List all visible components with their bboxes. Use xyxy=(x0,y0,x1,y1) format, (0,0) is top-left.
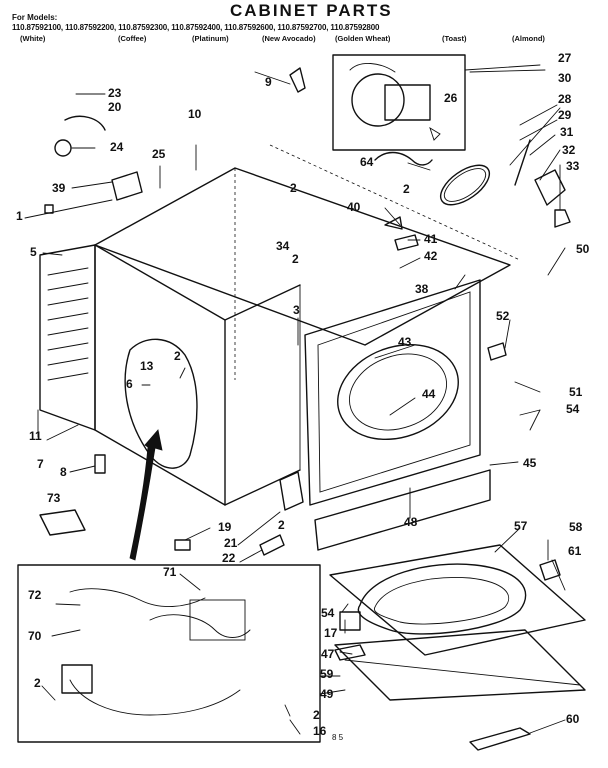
callout-54: 54 xyxy=(566,402,580,416)
callout-13: 13 xyxy=(140,359,154,373)
harness-64 xyxy=(374,151,433,166)
callout-8: 8 xyxy=(60,465,67,479)
callout-41: 41 xyxy=(424,232,438,246)
callout-38: 38 xyxy=(415,282,429,296)
color-label-coffee: (Coffee) xyxy=(118,34,147,43)
callout-31: 31 xyxy=(560,125,574,139)
callout-2: 2 xyxy=(313,708,320,722)
callout-59: 59 xyxy=(320,667,334,681)
small-parts xyxy=(39,67,571,661)
callout-16: 16 xyxy=(313,724,327,738)
callout-54: 54 xyxy=(321,606,335,620)
motor-assembly-box xyxy=(332,54,541,151)
callout-44: 44 xyxy=(422,387,436,401)
callout-9: 9 xyxy=(265,75,272,89)
callout-23: 23 xyxy=(108,86,122,100)
color-label-new-avocado: (New Avocado) xyxy=(262,34,316,43)
callout-10: 10 xyxy=(188,107,202,121)
door-assembly xyxy=(329,544,586,701)
leader-lines xyxy=(24,69,566,735)
cabinet-side-panel xyxy=(94,244,301,506)
color-label-golden-wheat: (Golden Wheat) xyxy=(335,34,391,43)
page-code: 8 5 xyxy=(332,733,344,742)
callout-60: 60 xyxy=(566,712,580,726)
callout-19: 19 xyxy=(218,520,232,534)
callout-6: 6 xyxy=(126,377,133,391)
model-number-list: 110.87592100, 110.87592200, 110.87592300… xyxy=(12,23,380,32)
callout-2: 2 xyxy=(403,182,410,196)
callout-57: 57 xyxy=(514,519,528,533)
rear-panel xyxy=(39,244,96,431)
callout-28: 28 xyxy=(558,92,572,106)
callout-71: 71 xyxy=(163,565,177,579)
callout-20: 20 xyxy=(108,100,122,114)
callout-3: 3 xyxy=(293,303,300,317)
callout-61: 61 xyxy=(568,544,582,558)
callout-27: 27 xyxy=(558,51,572,65)
cabinet-top xyxy=(94,144,521,380)
callout-72: 72 xyxy=(28,588,42,602)
callout-26: 26 xyxy=(444,91,458,105)
electrical-inset-box xyxy=(17,564,321,743)
callout-58: 58 xyxy=(569,520,583,534)
callout-43: 43 xyxy=(398,335,412,349)
callout-2: 2 xyxy=(34,676,41,690)
toe-panel xyxy=(314,469,491,551)
callout-49: 49 xyxy=(320,687,334,701)
color-label-toast: (Toast) xyxy=(442,34,467,43)
callout-30: 30 xyxy=(558,71,572,85)
callout-73: 73 xyxy=(47,491,61,505)
callout-70: 70 xyxy=(28,629,42,643)
callout-24: 24 xyxy=(110,140,124,154)
callout-50: 50 xyxy=(576,242,590,256)
callout-64: 64 xyxy=(360,155,374,169)
page-title: CABINET PARTS xyxy=(230,1,393,20)
callout-40: 40 xyxy=(347,200,361,214)
callout-39: 39 xyxy=(52,181,66,195)
callout-17: 17 xyxy=(324,626,338,640)
color-label-almond: (Almond) xyxy=(512,34,545,43)
callout-11: 11 xyxy=(29,429,42,443)
callout-29: 29 xyxy=(558,108,572,122)
callout-34: 34 xyxy=(276,239,290,253)
door-handle xyxy=(469,727,531,751)
callout-5: 5 xyxy=(30,245,37,259)
inset-pointer-arrow xyxy=(129,429,163,561)
callout-45: 45 xyxy=(523,456,537,470)
callout-7: 7 xyxy=(37,457,44,471)
color-label-white: (White) xyxy=(20,34,46,43)
callout-32: 32 xyxy=(562,143,576,157)
callout-47: 47 xyxy=(321,647,335,661)
callout-2: 2 xyxy=(292,252,299,266)
callout-52: 52 xyxy=(496,309,510,323)
color-label-platinum: (Platinum) xyxy=(192,34,229,43)
for-models-label: For Models: xyxy=(12,13,58,22)
callout-51: 51 xyxy=(569,385,583,399)
callout-22: 22 xyxy=(222,551,236,565)
callout-2: 2 xyxy=(278,518,285,532)
callout-2: 2 xyxy=(174,349,181,363)
callout-1: 1 xyxy=(16,209,23,223)
callout-21: 21 xyxy=(224,536,238,550)
drive-belt xyxy=(439,164,491,206)
callout-48: 48 xyxy=(404,515,418,529)
front-panel xyxy=(304,279,481,506)
callout-2: 2 xyxy=(290,181,297,195)
callout-33: 33 xyxy=(566,159,580,173)
callout-25: 25 xyxy=(152,147,166,161)
callout-42: 42 xyxy=(424,249,438,263)
